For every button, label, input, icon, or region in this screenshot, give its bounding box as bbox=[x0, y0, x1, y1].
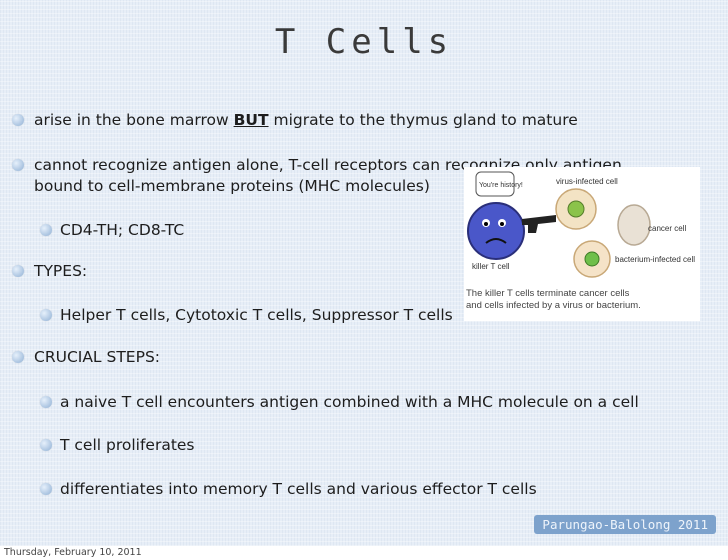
slide-title: T Cells bbox=[274, 22, 454, 62]
bullet-marker bbox=[12, 265, 24, 277]
cancer-cell-label: cancer cell bbox=[648, 224, 686, 233]
killer-t-cell bbox=[467, 202, 525, 260]
bullet-text-3: CD4-TH; CD8-TC bbox=[60, 221, 185, 239]
illustration-caption: The killer T cells terminate cancer cell… bbox=[466, 288, 641, 312]
bullet-text-9: differentiates into memory T cells and v… bbox=[60, 480, 537, 498]
caption-line-1: The killer T cells terminate cancer cell… bbox=[466, 288, 630, 299]
caption-line-2: and cells infected by a virus or bacteri… bbox=[466, 300, 641, 311]
bullet-marker bbox=[40, 483, 52, 495]
bullet-text-2-line-2: bound to cell-membrane proteins (MHC mol… bbox=[34, 177, 430, 195]
speech-bubble-text: You're history! bbox=[479, 182, 523, 189]
bullet-text-1: arise in the bone marrow BUT migrate to … bbox=[34, 110, 578, 131]
bullet-1-part-1: arise in the bone marrow bbox=[34, 111, 234, 129]
cancer-cell bbox=[617, 204, 651, 246]
bacterium-cell-label: bacterium-infected cell bbox=[615, 255, 695, 264]
bullet-marker bbox=[40, 224, 52, 236]
bullet-marker bbox=[12, 159, 24, 171]
bullet-text-6: CRUCIAL STEPS: bbox=[34, 348, 161, 366]
t-cell-pupil bbox=[484, 222, 488, 226]
t-cell-mouth bbox=[485, 238, 507, 244]
bullet-1-emphasis: BUT bbox=[233, 111, 269, 129]
virus-particle bbox=[567, 200, 585, 218]
bullet-marker bbox=[12, 351, 24, 363]
author-credit: Parungao-Balolong 2011 bbox=[534, 515, 716, 534]
slide: T Cells arise in the bone marrow BUT mig… bbox=[0, 0, 728, 546]
killer-t-cell-illustration: You're history! virus-infected cell canc… bbox=[464, 167, 700, 321]
virus-cell-label: virus-infected cell bbox=[556, 177, 618, 186]
bullet-1-part-2: migrate to the thymus gland to mature bbox=[268, 111, 578, 129]
bullet-marker bbox=[40, 439, 52, 451]
killer-t-cell-label: killer T cell bbox=[472, 262, 510, 271]
bullet-text-5: Helper T cells, Cytotoxic T cells, Suppr… bbox=[60, 306, 453, 324]
bacterium-particle bbox=[584, 251, 600, 267]
bullet-text-4: TYPES: bbox=[34, 262, 88, 280]
bullet-text-7: a naive T cell encounters antigen combin… bbox=[60, 393, 639, 411]
bullet-marker bbox=[12, 114, 24, 126]
bullet-marker bbox=[40, 396, 52, 408]
gun-icon bbox=[522, 215, 556, 233]
speech-bubble bbox=[475, 171, 515, 197]
footer-date: Thursday, February 10, 2011 bbox=[4, 547, 142, 558]
bullet-text-8: T cell proliferates bbox=[60, 436, 195, 454]
t-cell-pupil bbox=[500, 222, 504, 226]
illustration-graphic: You're history! virus-infected cell canc… bbox=[464, 167, 700, 321]
bullet-marker bbox=[40, 309, 52, 321]
